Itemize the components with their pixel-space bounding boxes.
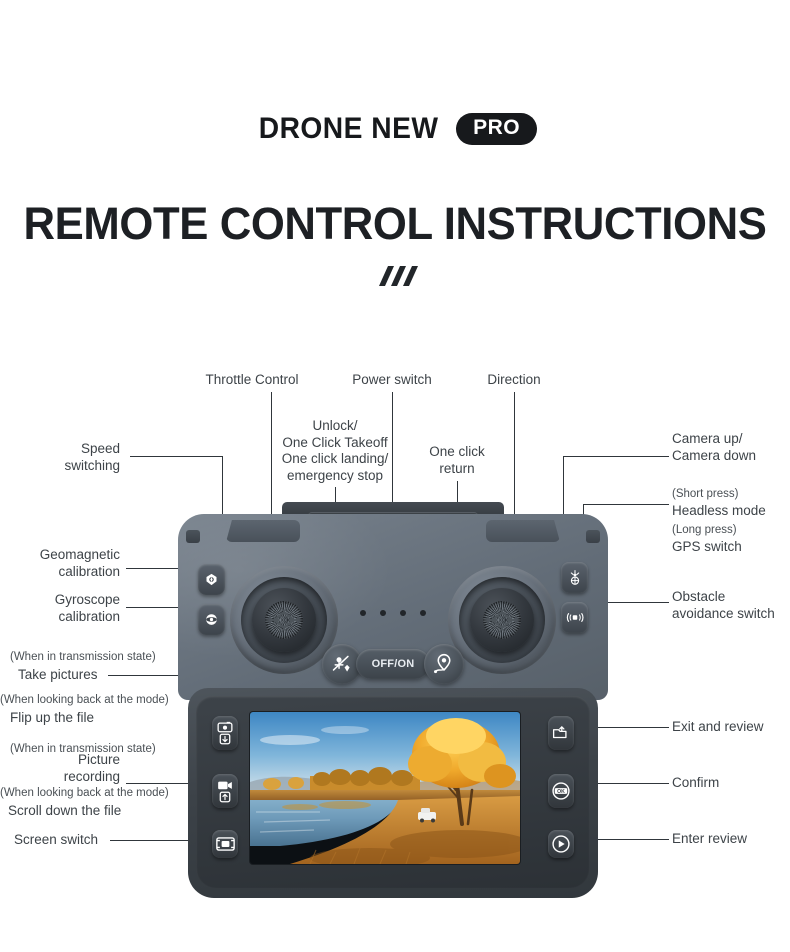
triple-slash-divider-icon: [0, 264, 790, 294]
power-switch-label: OFF/ON: [371, 658, 415, 670]
right-joystick-direction[interactable]: [448, 566, 556, 674]
callout-gyroscope-calibration: Gyroscope calibration: [54, 592, 120, 624]
one-click-return-icon: [434, 653, 451, 674]
note-transmission-state-2: (When in transmission state): [10, 743, 156, 755]
controller-upper-shell: OFF/ON: [178, 514, 608, 700]
brand-name: DRONE NEW: [258, 112, 439, 145]
note-long-press: (Long press): [672, 524, 737, 536]
controller-display-screen[interactable]: [250, 712, 520, 864]
leader-headless-h: [583, 504, 669, 506]
power-switch-button[interactable]: OFF/ON: [356, 649, 430, 679]
vehicle: [418, 808, 436, 823]
autumn-lake-landscape-photo: [250, 712, 520, 864]
leader-geomagnetic: [126, 568, 198, 570]
page-title: REMOTE CONTROL INSTRUCTIONS: [23, 198, 767, 249]
exit-and-review-button[interactable]: [548, 716, 574, 750]
leader-picture-recording: [126, 783, 224, 785]
note-looking-back-1: (When looking back at the mode): [0, 694, 169, 706]
obstacle-avoidance-button[interactable]: [561, 602, 588, 633]
leader-enter-review: [583, 839, 669, 841]
callout-speed-switching: Speed switching: [64, 441, 120, 473]
gyroscope-calibration-button[interactable]: [198, 604, 225, 635]
brand-header: DRONE NEW PRO: [0, 112, 790, 146]
brand-pro-badge: PRO: [456, 113, 538, 145]
leader-direction: [514, 392, 516, 542]
callout-screen-switch: Screen switch: [14, 832, 99, 847]
callout-geomagnetic-calibration: Geomagnetic calibration: [39, 547, 120, 579]
gps-headless-mode-button[interactable]: [561, 562, 588, 593]
led-indicator: [380, 610, 386, 616]
screen-switch-icon: [215, 837, 235, 851]
callout-one-click-return: One click return: [429, 444, 485, 476]
svg-text:OK: OK: [557, 789, 565, 795]
led-indicator: [400, 610, 406, 616]
callout-exit-and-review: Exit and review: [672, 719, 764, 734]
left-side-nub: [186, 530, 200, 543]
video-record-button[interactable]: [212, 774, 238, 808]
callout-confirm: Confirm: [672, 775, 720, 790]
unlock-takeoff-icon: [332, 655, 350, 672]
obstacle-avoidance-icon: [566, 613, 584, 622]
take-picture-button[interactable]: [212, 716, 238, 750]
video-record-icon: [218, 781, 232, 803]
leader-speed-switching-h: [130, 456, 223, 458]
callout-picture-recording: Picture recording: [63, 752, 120, 784]
note-looking-back-2: (When looking back at the mode): [0, 787, 169, 799]
left-joystick-knob[interactable]: [252, 588, 316, 652]
leader-speed-switching-v: [222, 456, 224, 524]
callout-camera-up-down: Camera up/ Camera down: [672, 431, 757, 463]
right-shoulder-notch: [486, 520, 560, 542]
enter-review-icon: [552, 835, 570, 853]
one-click-return-button[interactable]: [424, 644, 464, 684]
callout-enter-review: Enter review: [672, 831, 748, 846]
remote-controller: OFF/ON: [178, 502, 608, 902]
unlock-takeoff-landing-button[interactable]: [322, 644, 362, 684]
callout-direction: Direction: [487, 372, 541, 387]
leader-exit-review: [583, 727, 669, 729]
confirm-button[interactable]: OK: [548, 774, 574, 808]
left-shoulder-notch: [226, 520, 300, 542]
led-indicator: [420, 610, 426, 616]
gps-headless-icon: [570, 569, 579, 585]
geomagnetic-calibration-button[interactable]: [198, 564, 225, 595]
right-joystick-knob[interactable]: [470, 588, 534, 652]
callout-scroll-down-file: Scroll down the file: [8, 803, 122, 818]
note-transmission-state-1: (When in transmission state): [10, 651, 156, 663]
callout-obstacle-avoidance: Obstacle avoidance switch: [672, 589, 775, 621]
leader-screen-switch: [110, 840, 224, 842]
callout-throttle-control: Throttle Control: [205, 372, 299, 387]
leader-take-pictures-h: [108, 675, 224, 677]
note-short-press: (Short press): [672, 488, 739, 500]
controller-lower-shell: OK: [188, 688, 598, 898]
leader-confirm: [583, 783, 669, 785]
exit-review-icon: [552, 725, 567, 739]
geomagnetic-calibration-icon: [206, 573, 217, 586]
leader-camera-v: [563, 456, 565, 522]
screen-switch-button[interactable]: [212, 830, 238, 858]
leader-gyroscope: [126, 607, 198, 609]
enter-review-button[interactable]: [548, 830, 574, 858]
callout-unlock-takeoff: Unlock/ One Click Takeoff One click land…: [281, 418, 389, 483]
callout-flip-up-file: Flip up the file: [10, 710, 95, 725]
led-indicator-row: [360, 610, 426, 616]
leader-obstacle: [592, 602, 669, 604]
left-joystick-throttle[interactable]: [230, 566, 338, 674]
right-side-nub: [586, 530, 600, 543]
confirm-ok-icon: OK: [552, 782, 570, 800]
callout-gps-switch: GPS switch: [672, 539, 742, 554]
gyroscope-calibration-icon: [206, 614, 217, 625]
callout-headless-mode: Headless mode: [672, 503, 766, 518]
led-indicator: [360, 610, 366, 616]
take-picture-icon: [217, 721, 233, 745]
callout-power-switch: Power switch: [352, 372, 432, 387]
leader-throttle-control: [271, 392, 273, 542]
leader-camera-h: [563, 456, 669, 458]
callout-take-pictures: Take pictures: [18, 667, 98, 682]
